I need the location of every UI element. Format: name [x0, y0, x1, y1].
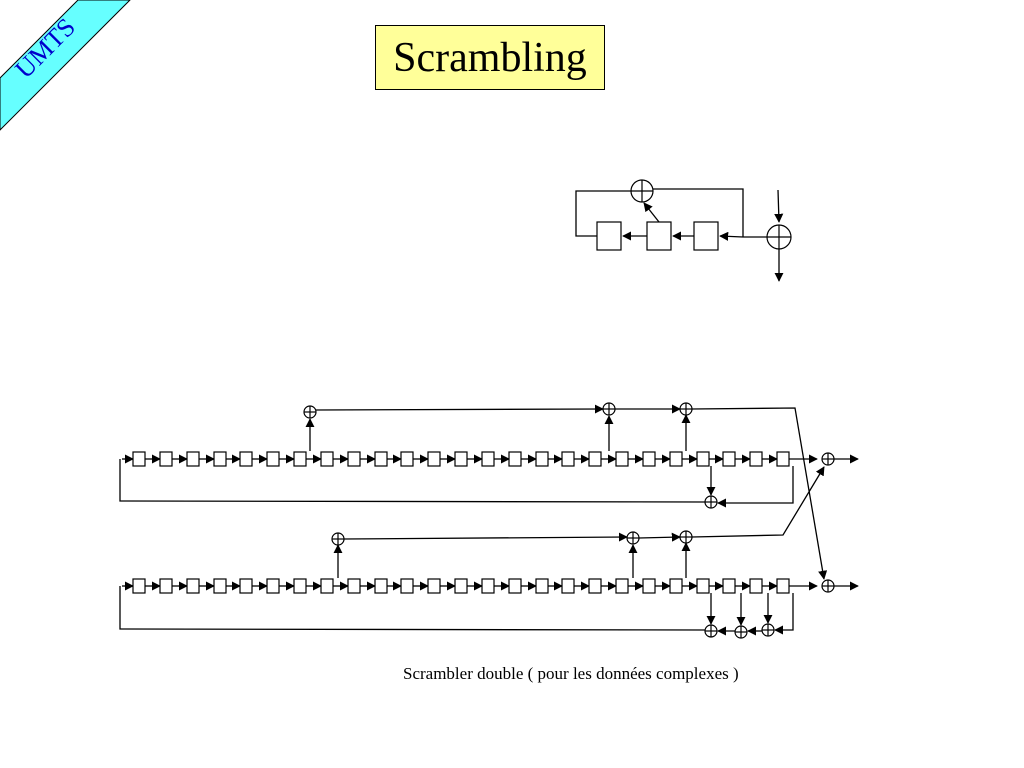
register-cell [293, 578, 307, 594]
feedback-xor [630, 179, 654, 203]
register-cell [508, 578, 522, 594]
upper-register [122, 451, 790, 467]
register-cell [454, 578, 468, 594]
register-cell [642, 451, 656, 467]
feedback-arrow [717, 466, 794, 508]
lower-feedback-xor [704, 624, 718, 638]
register-cell [400, 578, 414, 594]
register-cell [186, 578, 200, 594]
register-cell [696, 578, 710, 594]
register-cell [776, 578, 790, 594]
cross-line-to-upper-output [691, 466, 825, 538]
register-cell [696, 451, 710, 467]
register-cell [320, 451, 334, 467]
shift-cell [646, 221, 672, 251]
register-cell [159, 451, 173, 467]
register-cell [293, 451, 307, 467]
diagram-caption: Scrambler double ( pour les données comp… [403, 664, 739, 683]
lower-output-xor [821, 579, 835, 593]
register-cell [374, 578, 388, 594]
lower-feedback-xor [761, 623, 775, 637]
register-cell [722, 578, 736, 594]
register-cell [481, 451, 495, 467]
register-cell [186, 451, 200, 467]
register-cell [427, 451, 441, 467]
lower-feedback-xor [734, 625, 748, 639]
register-cell [615, 451, 629, 467]
register-cell [347, 451, 361, 467]
data-in-arrow [774, 189, 784, 223]
register-cell [561, 451, 575, 467]
register-cell [239, 451, 253, 467]
tap-arrow [643, 202, 660, 223]
page-title: Scrambling [375, 25, 605, 90]
register-cell [749, 578, 763, 594]
register-cell [266, 578, 280, 594]
upper-xor [679, 402, 693, 416]
register-cell [535, 451, 549, 467]
register-cell [132, 578, 146, 594]
register-cell [508, 451, 522, 467]
feedback-return-line [119, 459, 706, 503]
register-cell [642, 578, 656, 594]
small-scrambler [575, 179, 792, 282]
cross-line-to-lower-output [691, 407, 828, 580]
tap-line [638, 532, 681, 542]
upper-xor [303, 405, 317, 419]
lower-xor [331, 532, 345, 546]
feedback-arrow [774, 593, 794, 635]
upper-feedback-xor [704, 495, 718, 509]
feedback-return-line [119, 586, 706, 631]
register-cell [561, 578, 575, 594]
output-xor [766, 224, 792, 250]
register-cell [374, 451, 388, 467]
feedback-line [653, 188, 744, 237]
register-cell [213, 578, 227, 594]
register-cell [615, 578, 629, 594]
register-cell [347, 578, 361, 594]
upper-xor [602, 402, 616, 416]
feedback-loop-line [575, 190, 631, 237]
shift-cell [596, 221, 622, 251]
register-cell [588, 451, 602, 467]
register-cell [669, 451, 683, 467]
tap-line [315, 404, 604, 414]
register-cell [722, 451, 736, 467]
register-cell [776, 451, 790, 467]
lower-register [122, 578, 790, 594]
register-cell [481, 578, 495, 594]
register-cell [239, 578, 253, 594]
register-cell [213, 451, 227, 467]
upper-output-xor [821, 452, 835, 466]
register-cell [132, 451, 146, 467]
register-cell [400, 451, 414, 467]
register-cell [535, 578, 549, 594]
register-cell [159, 578, 173, 594]
register-cell [749, 451, 763, 467]
tap-line [343, 532, 628, 542]
register-cell [669, 578, 683, 594]
umts-corner-banner: UMTS [0, 0, 131, 131]
register-cell [427, 578, 441, 594]
lower-xor [626, 531, 640, 545]
banner-ribbon [0, 0, 131, 131]
lower-xor [679, 530, 693, 544]
register-cell [454, 451, 468, 467]
register-cell [320, 578, 334, 594]
register-cell [266, 451, 280, 467]
page-title-text: Scrambling [393, 34, 587, 81]
double-scrambler [119, 402, 859, 639]
shift-cell [693, 221, 719, 251]
register-cell [588, 578, 602, 594]
